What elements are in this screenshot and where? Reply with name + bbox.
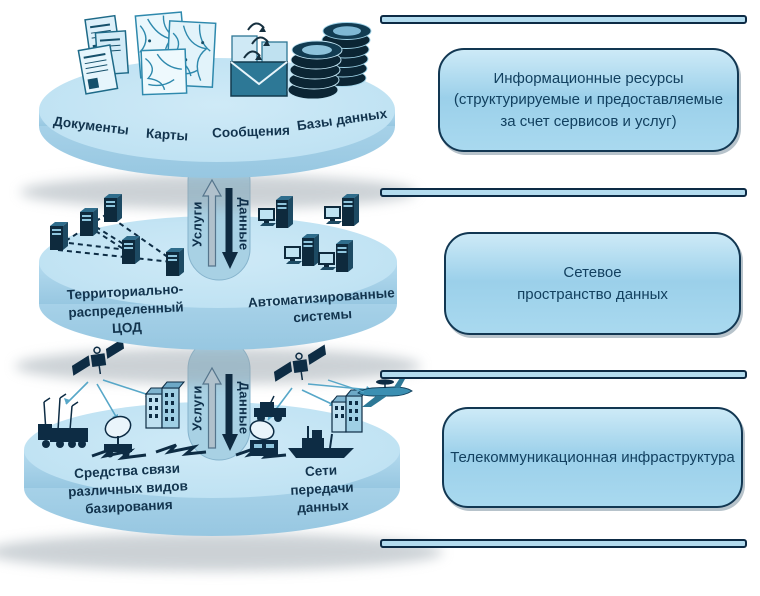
- dish-station-right-icon: [249, 419, 278, 456]
- callout-telecom: Телекоммуникационная инфраструктура: [442, 407, 743, 508]
- bar-second: [380, 188, 747, 197]
- workstation-icon: [258, 196, 293, 228]
- label-maps: Карты: [145, 125, 189, 144]
- server-icon: [80, 208, 98, 236]
- services-up-arrow: [201, 366, 223, 449]
- server-icon: [166, 248, 184, 276]
- satellite-left-icon: [71, 338, 125, 376]
- comm-truck-icon: [38, 393, 88, 448]
- connector-upper-arrows: [201, 178, 238, 269]
- upper-services-label: Услуги: [189, 201, 205, 247]
- bar-top: [380, 15, 747, 24]
- disk-stack-front: [287, 40, 343, 100]
- label-comm-means: Средства связи различных видов базирован…: [67, 460, 189, 517]
- documents-icon: [77, 14, 130, 95]
- bar-third: [380, 370, 747, 379]
- server-icon: [50, 222, 68, 250]
- databases-icon: [287, 22, 372, 100]
- airplane-icon: [327, 378, 413, 407]
- messages-icon: [230, 22, 288, 97]
- automated-systems-icon: [258, 194, 359, 272]
- envelope-icon: [230, 61, 288, 97]
- callout-information-resources: Информационные ресурсы (структурируемые …: [438, 48, 739, 152]
- workstation-icon: [324, 194, 359, 226]
- buildings-left-icon: [144, 381, 186, 429]
- label-data-networks: Сети передачи данных: [289, 462, 354, 516]
- data-down-arrow: [222, 374, 238, 451]
- server-icon: [122, 236, 140, 264]
- shadow-bottom-disk: [0, 533, 443, 571]
- buildings-right-icon: [330, 389, 369, 433]
- data-down-arrow: [222, 188, 238, 269]
- connector-lower-arrows: [201, 366, 238, 451]
- server-icon: [104, 194, 122, 222]
- workstation-icon: [318, 240, 353, 272]
- satellite-right-icon: [273, 344, 327, 382]
- lower-services-label: Услуги: [189, 385, 205, 431]
- lower-data-label: Данные: [236, 381, 252, 435]
- ship-icon: [288, 426, 354, 458]
- services-up-arrow: [201, 178, 223, 267]
- label-messages: Сообщения: [211, 122, 291, 141]
- workstation-icon: [284, 234, 319, 266]
- label-distributed-datacenter: Территориально- распределенный ЦОД: [66, 281, 184, 336]
- bar-bottom: [380, 539, 747, 548]
- distributed-datacenter-icon: [50, 194, 184, 276]
- maps-icon: [134, 11, 217, 96]
- callout-network-space: Сетевое пространство данных: [444, 232, 741, 335]
- upper-data-label: Данные: [236, 197, 252, 251]
- satellite-links: [64, 379, 373, 421]
